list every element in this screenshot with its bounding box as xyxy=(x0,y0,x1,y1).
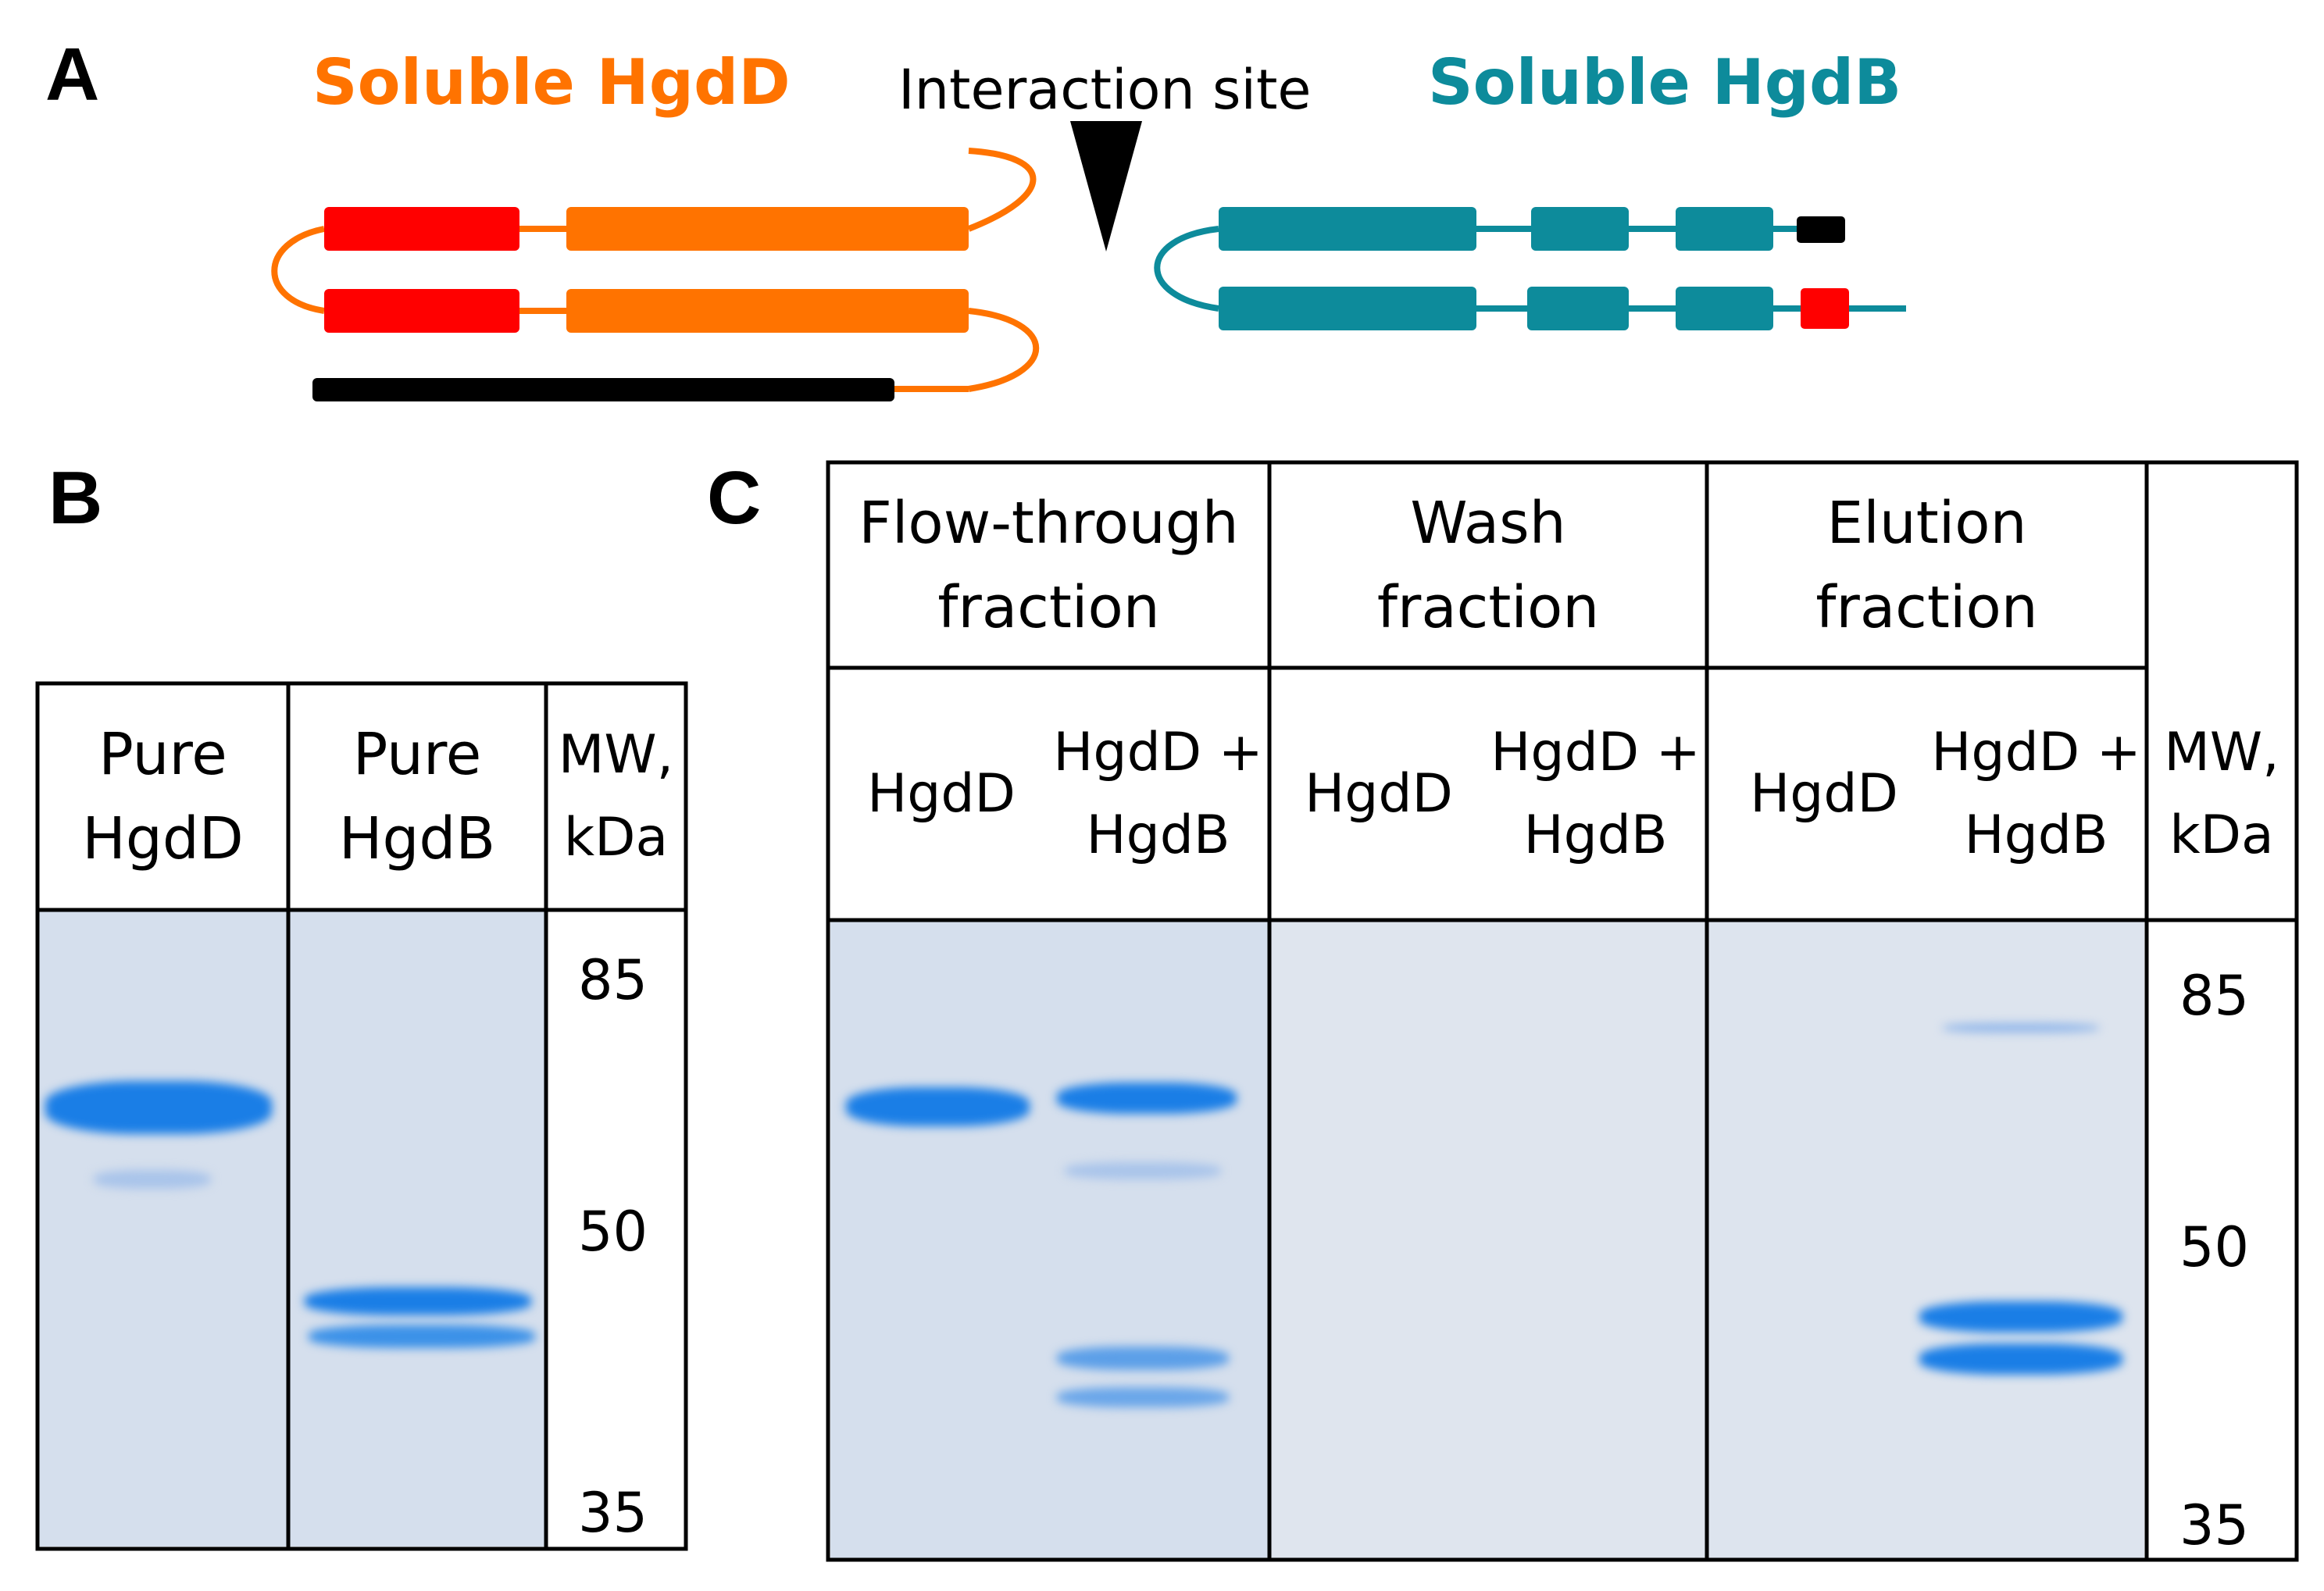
panel-c-marker-50: 50 xyxy=(2179,1215,2250,1279)
hgdb-title: Soluble HgdB xyxy=(1428,46,1902,119)
gel-c-flow-through xyxy=(830,922,1268,1558)
header-elution-fraction: Elution fraction xyxy=(1707,462,2147,668)
hgdb-red-tag xyxy=(1801,288,1849,329)
hgdb-black-tag xyxy=(1797,216,1845,243)
gel-b-lane-hgdb xyxy=(289,911,545,1546)
header-line: MW, xyxy=(2164,721,2279,783)
panel-b-header-pure-hgdd: Pure HgdD xyxy=(37,683,288,910)
hgdb-topology xyxy=(1154,226,1906,312)
header-line: MW, xyxy=(558,724,674,786)
header-line: kDa xyxy=(563,807,669,869)
gel-band xyxy=(94,1170,211,1189)
hgdd-bottom-loop xyxy=(968,308,1040,392)
hgdb-segment-6 xyxy=(1676,287,1773,330)
hgdb-segment-3 xyxy=(1676,207,1773,251)
gel-band xyxy=(1057,1387,1229,1407)
hgdd-orange-segment-1 xyxy=(566,207,969,251)
hgdd-top-loop xyxy=(967,148,1037,232)
panel-b-letter: B xyxy=(48,456,103,540)
hgdd-red-segment-1 xyxy=(324,207,519,251)
panel-c-letter: C xyxy=(707,456,762,540)
panel-c-marker-35: 35 xyxy=(2179,1493,2250,1557)
panel-b-marker-50: 50 xyxy=(578,1200,648,1264)
header-line: fraction xyxy=(1376,573,1600,641)
gel-c-wash xyxy=(1270,922,1706,1558)
header-wash-fraction: Wash fraction xyxy=(1269,462,1707,668)
gel-c-elution xyxy=(1708,922,2144,1558)
panel-b-marker-85: 85 xyxy=(578,948,648,1012)
gel-band xyxy=(1057,1083,1237,1114)
header-line: Pure xyxy=(98,721,227,788)
header-line: HgdB xyxy=(338,805,496,872)
hgdb-segment-5 xyxy=(1527,287,1629,330)
lane-header-hgdd: HgdD xyxy=(1734,668,1914,920)
interaction-site-label: Interaction site xyxy=(898,58,1312,122)
lane-header-hgdd: HgdD xyxy=(1289,668,1469,920)
gel-band xyxy=(1919,1301,2122,1332)
gel-band xyxy=(45,1081,272,1134)
lane-label: HgdD + xyxy=(1053,721,1263,783)
panel-b-marker-35: 35 xyxy=(578,1481,648,1545)
lane-label: HgdD xyxy=(1750,762,1898,825)
gel-band xyxy=(305,1287,531,1315)
lane-label: HgdB xyxy=(1964,804,2108,866)
hgdd-title: Soluble HgdD xyxy=(312,46,791,119)
header-flow-through-fraction: Flow-through fraction xyxy=(828,462,1269,668)
hgdd-red-segment-2 xyxy=(324,289,519,333)
interaction-site-arrow xyxy=(1070,121,1142,251)
lane-label: HgdD xyxy=(867,762,1016,825)
gel-band xyxy=(1919,1343,2122,1375)
hgdd-topology xyxy=(271,148,1040,392)
lane-header-hgdd-hgdb: HgdD + HgdB xyxy=(1047,668,1269,920)
hgdb-segment-2 xyxy=(1531,207,1629,251)
gel-band xyxy=(1057,1347,1229,1370)
header-line: HgdD xyxy=(82,805,244,872)
gel-band xyxy=(1065,1162,1221,1179)
header-line: kDa xyxy=(2169,804,2274,866)
lane-label: HgdD + xyxy=(1931,721,2141,783)
header-line: fraction xyxy=(1815,573,2038,641)
panel-c-marker-85: 85 xyxy=(2179,964,2250,1028)
hgdb-left-loop xyxy=(1154,226,1219,312)
lane-header-hgdd-hgdb: HgdD + HgdB xyxy=(1926,668,2147,920)
lane-label: HgdD + xyxy=(1490,721,1701,783)
hgdb-segment-1 xyxy=(1219,207,1476,251)
hgdd-orange-segment-2 xyxy=(566,289,969,333)
header-line: Wash xyxy=(1410,489,1566,557)
header-line: Pure xyxy=(352,721,482,788)
gel-band xyxy=(1943,1023,2099,1033)
header-line: fraction xyxy=(937,573,1160,641)
hgdd-left-loop xyxy=(271,226,325,314)
lane-label: HgdD xyxy=(1305,762,1453,825)
panel-b-header-pure-hgdb: Pure HgdB xyxy=(288,683,546,910)
hgdd-black-segment xyxy=(312,378,894,401)
panel-b-header-mw: MW, kDa xyxy=(546,683,686,910)
hgdb-segment-4 xyxy=(1219,287,1476,330)
lane-header-hgdd-hgdb: HgdD + HgdB xyxy=(1484,668,1707,920)
lane-label: HgdB xyxy=(1086,804,1230,866)
lane-label: HgdB xyxy=(1523,804,1668,866)
panel-a-letter: A xyxy=(45,33,100,116)
gel-band xyxy=(309,1325,535,1348)
header-line: Flow-through xyxy=(859,489,1239,557)
gel-band xyxy=(846,1087,1030,1126)
header-line: Elution xyxy=(1826,489,2027,557)
gel-b-lane-hgdd xyxy=(39,911,287,1546)
panel-c-header-mw: MW, kDa xyxy=(2147,668,2297,920)
lane-header-hgdd: HgdD xyxy=(851,668,1031,920)
